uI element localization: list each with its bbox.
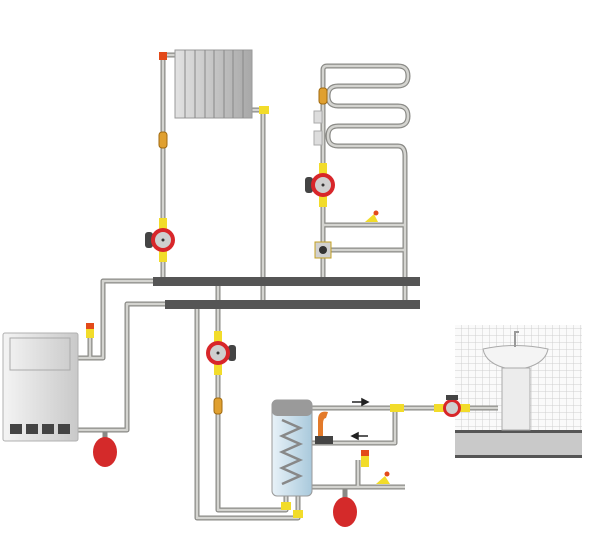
- radiator-pump: [145, 218, 175, 262]
- mixing-valve: [314, 241, 332, 259]
- strainer: [376, 471, 390, 484]
- recirculation-pump: [434, 395, 470, 417]
- dhw-pump: [206, 331, 236, 375]
- check-valve-icon: [158, 131, 168, 149]
- expansion-tank: [93, 437, 117, 467]
- safety-valve: [361, 450, 369, 467]
- radiator: [174, 49, 253, 119]
- arrow-left-icon: [350, 431, 368, 441]
- mixing-thermostatic-valve: [315, 411, 333, 444]
- towel-rail-pump: [305, 163, 335, 207]
- safety-valve: [86, 323, 94, 338]
- washbasin: [482, 331, 549, 431]
- thermostat-heads: [313, 110, 323, 146]
- arrow-right-icon: [352, 397, 370, 407]
- check-valve-icon: [318, 87, 328, 105]
- expansion-tank: [333, 497, 357, 527]
- boiler: [2, 332, 79, 442]
- water-heater-tank: [271, 399, 313, 497]
- check-valve-icon: [213, 397, 223, 415]
- air-vent: [159, 52, 167, 60]
- supply-manifold: [153, 277, 420, 286]
- strainer: [365, 210, 379, 222]
- return-manifold: [165, 300, 420, 309]
